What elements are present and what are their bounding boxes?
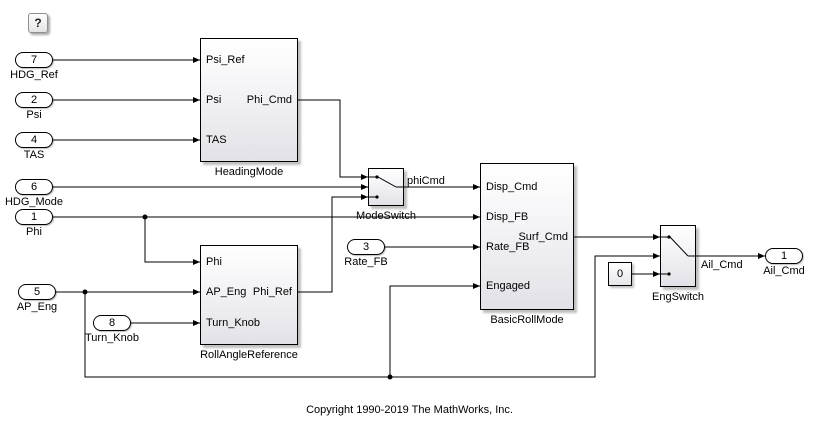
inport-turn-knob[interactable]: 8	[93, 315, 131, 331]
wire-phi-branch-to-rollangleref[interactable]	[144, 217, 200, 265]
roll-angle-reference-port-turn-knob: Turn_Knob	[206, 317, 261, 329]
branch-dot-engaged	[387, 374, 393, 380]
roll-angle-reference-port-phi: Phi	[206, 256, 222, 268]
branch-dot-apeng	[82, 289, 88, 295]
inport-tas[interactable]: 4	[15, 132, 53, 148]
inport-hdg-mode[interactable]: 6	[15, 179, 53, 195]
inport-ap-eng[interactable]: 5	[18, 284, 56, 300]
inport-turn-knob-label: Turn_Knob	[84, 332, 140, 344]
heading-mode-port-phi-cmd: Phi_Cmd	[246, 94, 292, 106]
basic-roll-mode-port-engaged: Engaged	[486, 280, 531, 292]
inport-phi-label: Phi	[26, 226, 42, 238]
basic-roll-mode-port-surf-cmd: Surf_Cmd	[518, 231, 568, 243]
inport-rate-fb[interactable]: 3	[347, 239, 385, 255]
signal-label-ail-cmd: Ail_Cmd	[701, 259, 743, 271]
copyright-annotation: Copyright 1990-2019 The MathWorks, Inc.	[306, 404, 513, 416]
inport-hdg-mode-label: HDG_Mode	[4, 196, 64, 208]
basic-roll-mode-port-disp-fb: Disp_FB	[486, 211, 529, 223]
roll-angle-reference-port-phi-ref: Phi_Ref	[252, 286, 292, 298]
inport-ap-eng-label: AP_Eng	[16, 301, 58, 313]
eng-switch-name: EngSwitch	[652, 291, 704, 303]
mode-switch-block[interactable]	[368, 168, 404, 206]
inport-psi[interactable]: 2	[15, 92, 53, 108]
inport-hdg-ref-label: HDG_Ref	[10, 69, 58, 81]
heading-mode-port-tas: TAS	[206, 134, 227, 146]
wire-apeng-branch-to-engaged[interactable]	[389, 283, 480, 377]
heading-mode-port-psi-ref: Psi_Ref	[206, 54, 245, 66]
signal-label-phicmd: phiCmd	[407, 175, 445, 187]
basic-roll-mode-port-disp-cmd: Disp_Cmd	[486, 181, 538, 193]
mode-switch-name: ModeSwitch	[356, 210, 416, 222]
basic-roll-mode-port-rate-fb: Rate_FB	[486, 241, 530, 253]
outport-ail-cmd[interactable]: 1	[765, 248, 803, 264]
outport-ail-cmd-label: Ail_Cmd	[763, 265, 805, 277]
help-button[interactable]: ?	[28, 13, 48, 33]
inport-rate-fb-label: Rate_FB	[344, 256, 388, 268]
roll-angle-reference-name: RollAngleReference	[200, 349, 298, 361]
heading-mode-port-psi: Psi	[206, 94, 222, 106]
constant-zero-block[interactable]: 0	[608, 262, 632, 286]
wire-phicmd-to-modeswitch[interactable]	[298, 99, 368, 180]
heading-mode-block[interactable]: Psi_Ref Psi TAS Phi_Cmd	[200, 38, 298, 162]
inport-psi-label: Psi	[26, 109, 42, 121]
inport-hdg-ref[interactable]: 7	[15, 52, 53, 68]
inport-tas-label: TAS	[23, 149, 45, 161]
eng-switch-block[interactable]	[660, 225, 696, 287]
roll-angle-reference-block[interactable]: Phi AP_Eng Turn_Knob Phi_Ref	[200, 245, 298, 345]
branch-dot-phi	[142, 214, 148, 220]
inport-phi[interactable]: 1	[15, 209, 53, 225]
roll-angle-reference-port-ap-eng: AP_Eng	[206, 286, 247, 298]
basic-roll-mode-name: BasicRollMode	[490, 314, 564, 326]
basic-roll-mode-block[interactable]: Disp_Cmd Disp_FB Rate_FB Engaged Surf_Cm…	[480, 163, 574, 310]
heading-mode-name: HeadingMode	[214, 166, 284, 178]
